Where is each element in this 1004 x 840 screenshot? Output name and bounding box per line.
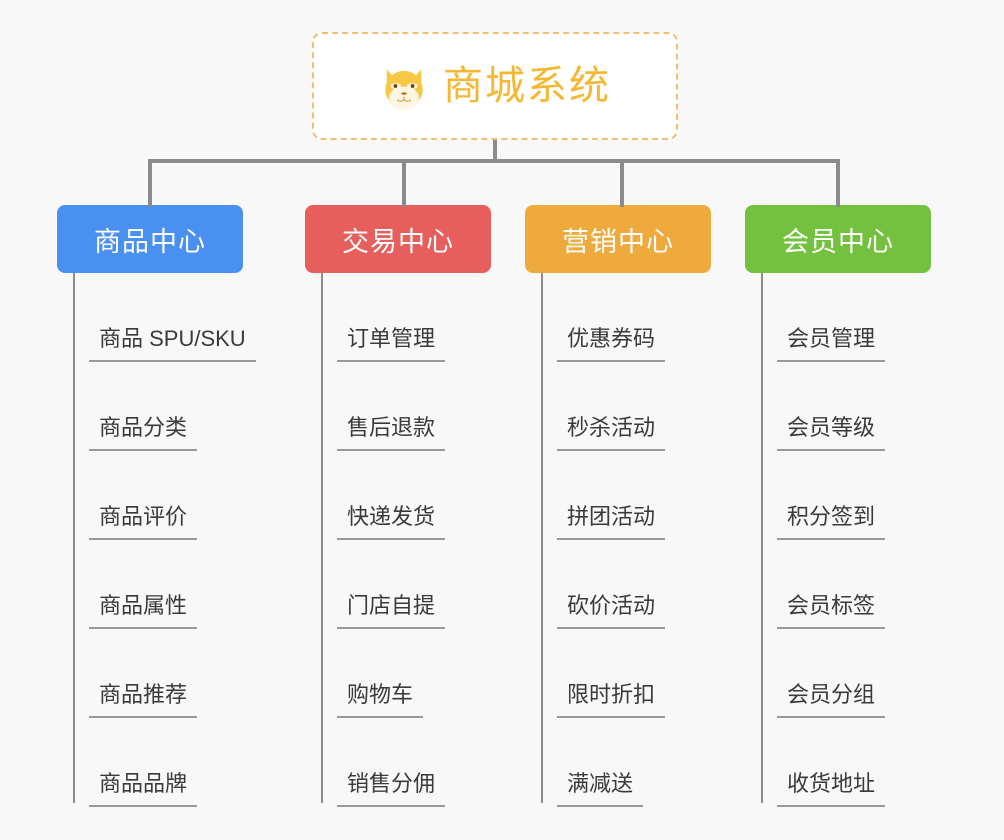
leaf-item[interactable]: 订单管理	[305, 273, 491, 362]
leaf-item[interactable]: 会员分组	[745, 629, 931, 718]
leaf-item[interactable]: 商品品牌	[57, 718, 243, 807]
leaf-item[interactable]: 商品 SPU/SKU	[57, 273, 256, 362]
leaf-label: 秒杀活动	[557, 413, 666, 451]
leaf-label: 积分签到	[777, 502, 886, 540]
connector-horizontal-bus	[148, 159, 836, 163]
leaf-item[interactable]: 砍价活动	[525, 540, 711, 629]
leaf-item[interactable]: 商品属性	[57, 540, 243, 629]
leaf-list: 订单管理售后退款快递发货门店自提购物车销售分佣	[305, 273, 491, 807]
leaf-label: 商品 SPU/SKU	[89, 324, 256, 362]
leaf-label: 拼团活动	[557, 502, 666, 540]
leaf-label: 砍价活动	[557, 591, 666, 629]
dog-face-icon	[385, 69, 423, 110]
leaf-label: 售后退款	[337, 413, 446, 451]
branch-spine	[321, 273, 323, 803]
root-title: 商城系统	[443, 64, 611, 108]
leaf-label: 限时折扣	[557, 680, 666, 718]
branch-column: 交易中心订单管理售后退款快递发货门店自提购物车销售分佣	[305, 205, 491, 807]
leaf-item[interactable]: 门店自提	[305, 540, 491, 629]
leaf-item[interactable]: 商品评价	[57, 451, 243, 540]
leaf-item[interactable]: 售后退款	[305, 362, 491, 451]
leaf-label: 会员管理	[777, 324, 886, 362]
leaf-label: 收货地址	[777, 769, 886, 807]
category-box[interactable]: 商品中心	[57, 205, 243, 273]
branch-spine	[73, 273, 75, 803]
leaf-item[interactable]: 拼团活动	[525, 451, 711, 540]
leaf-label: 满减送	[557, 769, 644, 807]
leaf-label: 商品属性	[89, 591, 198, 629]
branch-column: 商品中心商品 SPU/SKU 商品分类商品评价商品属性商品推荐商品品牌	[57, 205, 256, 807]
leaf-list: 优惠券码秒杀活动拼团活动砍价活动限时折扣满减送	[525, 273, 711, 807]
leaf-item[interactable]: 收货地址	[745, 718, 931, 807]
leaf-label: 门店自提	[337, 591, 446, 629]
leaf-label: 销售分佣	[337, 769, 446, 807]
leaf-list: 会员管理会员等级积分签到会员标签会员分组收货地址	[745, 273, 931, 807]
category-label: 交易中心	[342, 226, 454, 257]
leaf-label: 商品分类	[89, 413, 198, 451]
leaf-item[interactable]: 秒杀活动	[525, 362, 711, 451]
leaf-item[interactable]: 商品分类	[57, 362, 243, 451]
leaf-item[interactable]: 限时折扣	[525, 629, 711, 718]
leaf-label: 商品推荐	[89, 680, 198, 718]
category-box[interactable]: 交易中心	[305, 205, 491, 273]
leaf-label: 会员标签	[777, 591, 886, 629]
leaf-item[interactable]: 购物车	[305, 629, 491, 718]
branch-spine	[761, 273, 763, 803]
leaf-label: 商品品牌	[89, 769, 198, 807]
branch-spine	[541, 273, 543, 803]
category-label: 营销中心	[562, 226, 674, 257]
leaf-item[interactable]: 会员管理	[745, 273, 931, 362]
leaf-label: 购物车	[337, 680, 424, 718]
connector-drop-1	[148, 159, 152, 207]
category-box[interactable]: 营销中心	[525, 205, 711, 273]
branch-column: 营销中心优惠券码秒杀活动拼团活动砍价活动限时折扣满减送	[525, 205, 711, 807]
leaf-item[interactable]: 会员标签	[745, 540, 931, 629]
leaf-list: 商品 SPU/SKU 商品分类商品评价商品属性商品推荐商品品牌	[57, 273, 256, 807]
leaf-label: 会员分组	[777, 680, 886, 718]
leaf-item[interactable]: 积分签到	[745, 451, 931, 540]
connector-drop-2	[402, 159, 406, 207]
connector-drop-4	[836, 159, 840, 207]
leaf-item[interactable]: 满减送	[525, 718, 711, 807]
category-box[interactable]: 会员中心	[745, 205, 931, 273]
leaf-item[interactable]: 优惠券码	[525, 273, 711, 362]
leaf-label: 会员等级	[777, 413, 886, 451]
leaf-label: 商品评价	[89, 502, 198, 540]
branch-column: 会员中心会员管理会员等级积分签到会员标签会员分组收货地址	[745, 205, 931, 807]
leaf-item[interactable]: 快递发货	[305, 451, 491, 540]
leaf-item[interactable]: 销售分佣	[305, 718, 491, 807]
connector-root-stem	[493, 140, 497, 162]
category-label: 会员中心	[782, 226, 894, 257]
category-label: 商品中心	[94, 226, 206, 257]
leaf-label: 快递发货	[337, 502, 446, 540]
leaf-item[interactable]: 商品推荐	[57, 629, 243, 718]
leaf-label: 优惠券码	[557, 324, 666, 362]
leaf-label: 订单管理	[337, 324, 446, 362]
leaf-item[interactable]: 会员等级	[745, 362, 931, 451]
connector-drop-3	[620, 159, 624, 207]
root-node[interactable]: 商城系统	[312, 32, 678, 140]
